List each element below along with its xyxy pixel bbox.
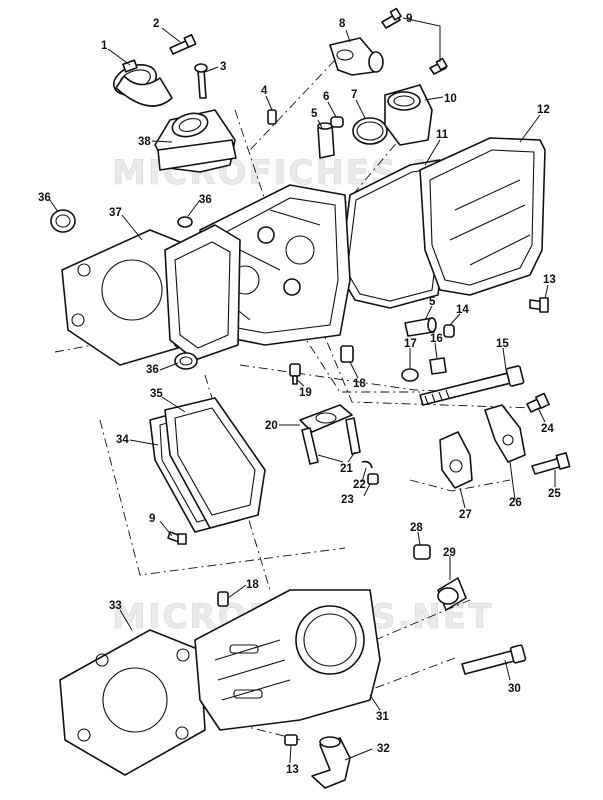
callout-11: 11 [436,129,449,141]
part-cap-16 [429,357,447,375]
callout-33: 33 [109,600,122,612]
part-elbow-8 [329,37,384,76]
part-stud-4 [267,109,277,125]
part-cap-14 [443,324,455,338]
callout-22: 22 [353,479,366,491]
callout-28: 28 [410,522,423,534]
part-bolt-9-b [429,57,448,75]
part-plug-23 [367,473,379,485]
part-bolt-19 [289,363,301,385]
callout-14: 14 [456,304,469,316]
callout-30: 30 [508,683,521,695]
part-clip-22 [361,460,373,469]
part-dowel-5-mid [404,317,437,337]
part-bolt-9-a [381,7,402,29]
callout-15: 15 [496,338,509,350]
part-head-block-left [164,224,241,361]
callout-10: 10 [444,93,457,105]
callout-21: 21 [340,463,353,475]
part-fitting-29 [437,577,467,611]
part-cylinder-31 [194,589,381,731]
callout-6: 6 [323,91,329,103]
callout-38: 38 [138,136,151,148]
callout-25: 25 [548,488,561,500]
part-elbow-32 [311,736,351,789]
part-bolt-24 [526,392,550,413]
part-seal-17 [401,368,419,382]
callout-18-top: 18 [353,378,366,390]
part-dowel-5-top [317,122,335,159]
part-seal-36-a [50,209,76,233]
callout-35: 35 [150,388,163,400]
callout-32: 32 [377,743,390,755]
callout-29: 29 [443,547,456,559]
callout-5-mid: 5 [429,296,436,308]
callout-7: 7 [351,89,357,101]
part-bolt-3 [194,63,208,99]
part-dowel-18-lower [217,591,229,607]
callout-9-lower: 9 [149,513,155,525]
part-bracket-27 [439,431,473,489]
part-studs-21 [301,417,361,465]
part-bolt-9-lower [167,531,187,545]
callout-18-lower: 18 [246,579,259,591]
part-long-bolt-15 [419,365,525,406]
part-seal-36-c [174,352,198,370]
part-oring-7 [352,117,388,145]
callout-20: 20 [265,420,278,432]
part-bolt-2 [169,33,197,55]
callout-36-lower: 36 [146,364,159,376]
callout-27: 27 [459,509,472,521]
part-cap-6 [330,116,344,128]
callout-1: 1 [101,40,108,52]
callout-31: 31 [376,711,389,723]
callout-12: 12 [537,104,550,116]
part-base-gasket-33 [59,629,206,776]
part-bolt-13-top [529,297,549,313]
callout-4: 4 [261,85,268,97]
part-housing-10 [384,84,433,146]
callout-34: 34 [116,434,129,446]
callout-2: 2 [153,18,159,30]
callout-labels: 1 2 3 4 5 6 7 8 9 10 11 12 13 5 14 15 16… [38,13,561,776]
callout-13-top: 13 [543,274,556,286]
callout-19: 19 [299,387,312,399]
part-hose-clamp [112,59,173,107]
callout-5-top: 5 [311,108,318,120]
callout-37: 37 [109,207,122,219]
callout-16: 16 [430,333,443,345]
leader-lines [49,17,556,764]
callout-3: 3 [220,61,226,73]
part-bolt-13-lower [284,734,298,746]
callout-26: 26 [509,497,522,509]
callout-8: 8 [339,18,346,30]
part-bracket-26 [484,404,526,463]
part-dowel-18-top [340,345,354,363]
part-valve-cover-12 [419,137,546,296]
part-seal-36-b [177,216,193,228]
part-bolt-25 [531,452,571,475]
callout-36-left: 36 [38,192,51,204]
callout-9-top: 9 [406,13,412,25]
part-side-cover-35 [164,397,266,529]
callout-23: 23 [341,494,354,506]
callout-13-lower: 13 [286,764,299,776]
part-long-bolt-30 [461,644,527,675]
callout-17: 17 [404,338,417,350]
part-cap-28 [413,544,431,560]
callout-36-top: 36 [199,194,212,206]
part-intake-boot [154,109,237,173]
callout-24: 24 [541,423,554,435]
